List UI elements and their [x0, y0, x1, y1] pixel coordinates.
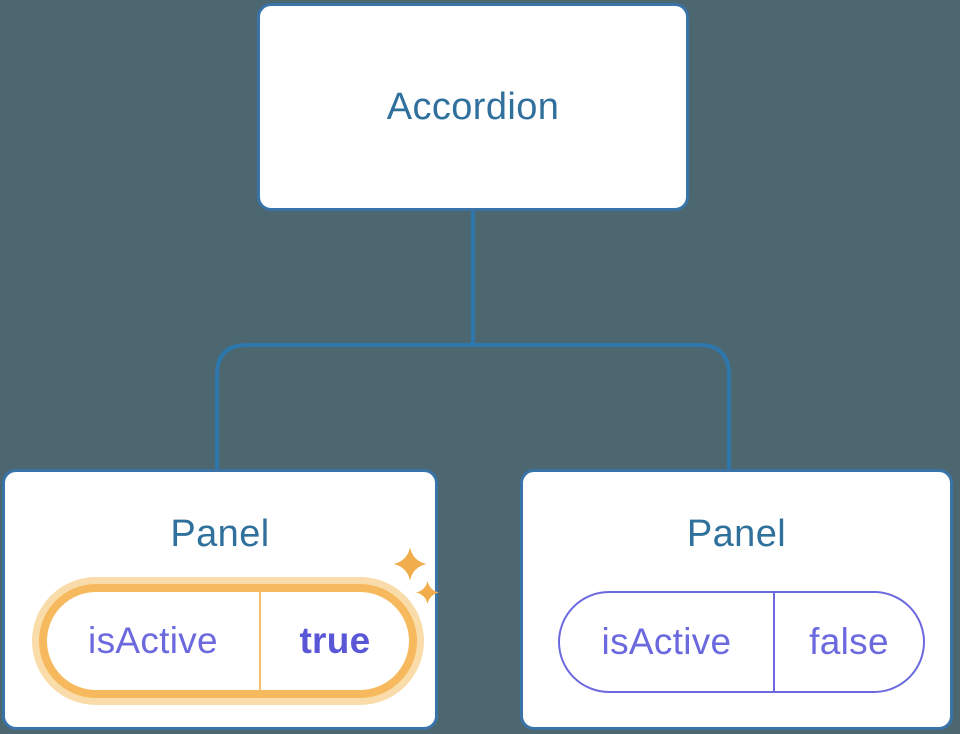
- connector-branch: [215, 343, 731, 472]
- accordion-node-label: Accordion: [386, 85, 560, 128]
- state-value-label: false: [773, 593, 923, 691]
- state-name-label: isActive: [88, 620, 218, 661]
- state-name-label: isActive: [601, 621, 732, 662]
- sparkles-icon: [393, 547, 439, 604]
- state-pill-active: isActive true: [39, 584, 417, 698]
- panel-node-active: Panel isActive true: [2, 469, 439, 730]
- state-pill-inactive: isActive false: [558, 591, 925, 693]
- panel-node-inactive: Panel isActive false: [520, 469, 953, 730]
- panel-node-label: Panel: [170, 513, 270, 555]
- state-value-label: true: [259, 592, 409, 690]
- panel-node-label: Panel: [686, 513, 787, 555]
- accordion-node: Accordion: [257, 3, 689, 211]
